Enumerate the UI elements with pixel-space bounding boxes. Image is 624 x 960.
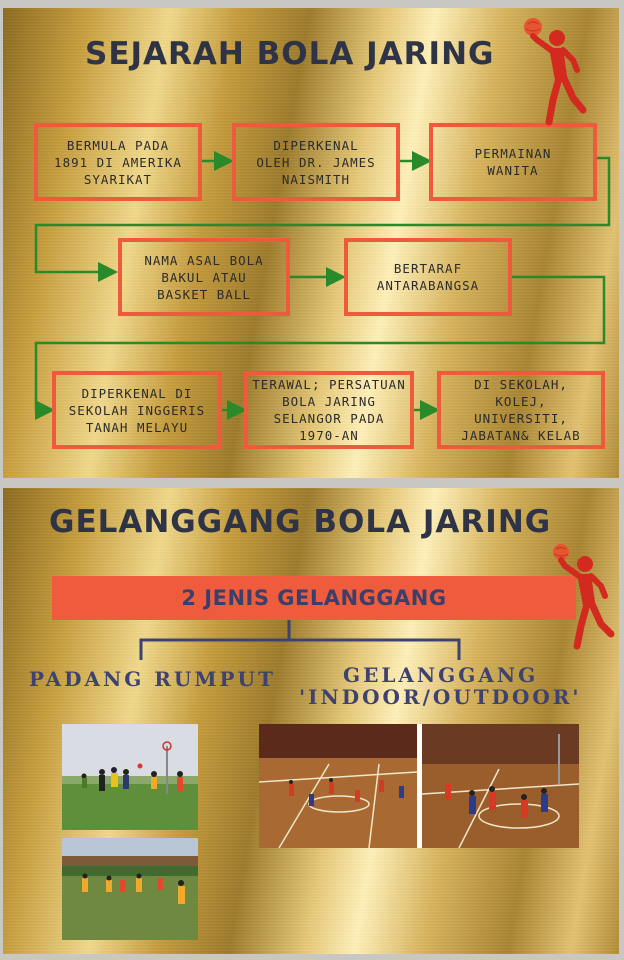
flow-step: TERAWAL; PERSATUAN BOLA JARING SELANGOR … — [244, 371, 414, 449]
flow-step: DI SEKOLAH, KOLEJ, UNIVERSITI, JABATAN& … — [437, 371, 605, 449]
flow-step: DIPERKENAL OLEH DR. JAMES NAISMITH — [232, 123, 400, 201]
flow-step: BERMULA PADA 1891 DI AMERIKA SYARIKAT — [34, 123, 202, 201]
flow-step: BERTARAF ANTARABANGSA — [344, 238, 512, 316]
flow-step: DIPERKENAL DI SEKOLAH INGGERIS TANAH MEL… — [52, 371, 222, 449]
branch-connector — [139, 620, 461, 660]
grass-court-photo-2 — [62, 838, 198, 940]
indoor-outdoor-label-line2: 'INDOOR/OUTDOOR' — [299, 685, 582, 709]
indoor-court-photo — [259, 724, 579, 848]
netball-player-icon — [553, 544, 615, 650]
court-title: GELANGGANG BOLA JARING — [49, 504, 552, 540]
history-title: SEJARAH BOLA JARING — [85, 36, 495, 72]
indoor-outdoor-label-line1: GELANGGANG — [343, 663, 539, 687]
court-types-banner: 2 JENIS GELANGGANG — [52, 576, 576, 620]
netball-player-icon — [524, 18, 587, 126]
court-panel: GELANGGANG BOLA JARING 2 JENIS GELANGGAN… — [3, 488, 619, 954]
grass-court-label: PADANG RUMPUT — [29, 667, 276, 691]
flow-arrows — [34, 151, 611, 420]
flow-step: NAMA ASAL BOLA BAKUL ATAU BASKET BALL — [118, 238, 290, 316]
history-panel: SEJARAH BOLA JARING BERMULA PADA 1891 DI… — [3, 8, 619, 478]
grass-court-photo — [62, 724, 198, 830]
